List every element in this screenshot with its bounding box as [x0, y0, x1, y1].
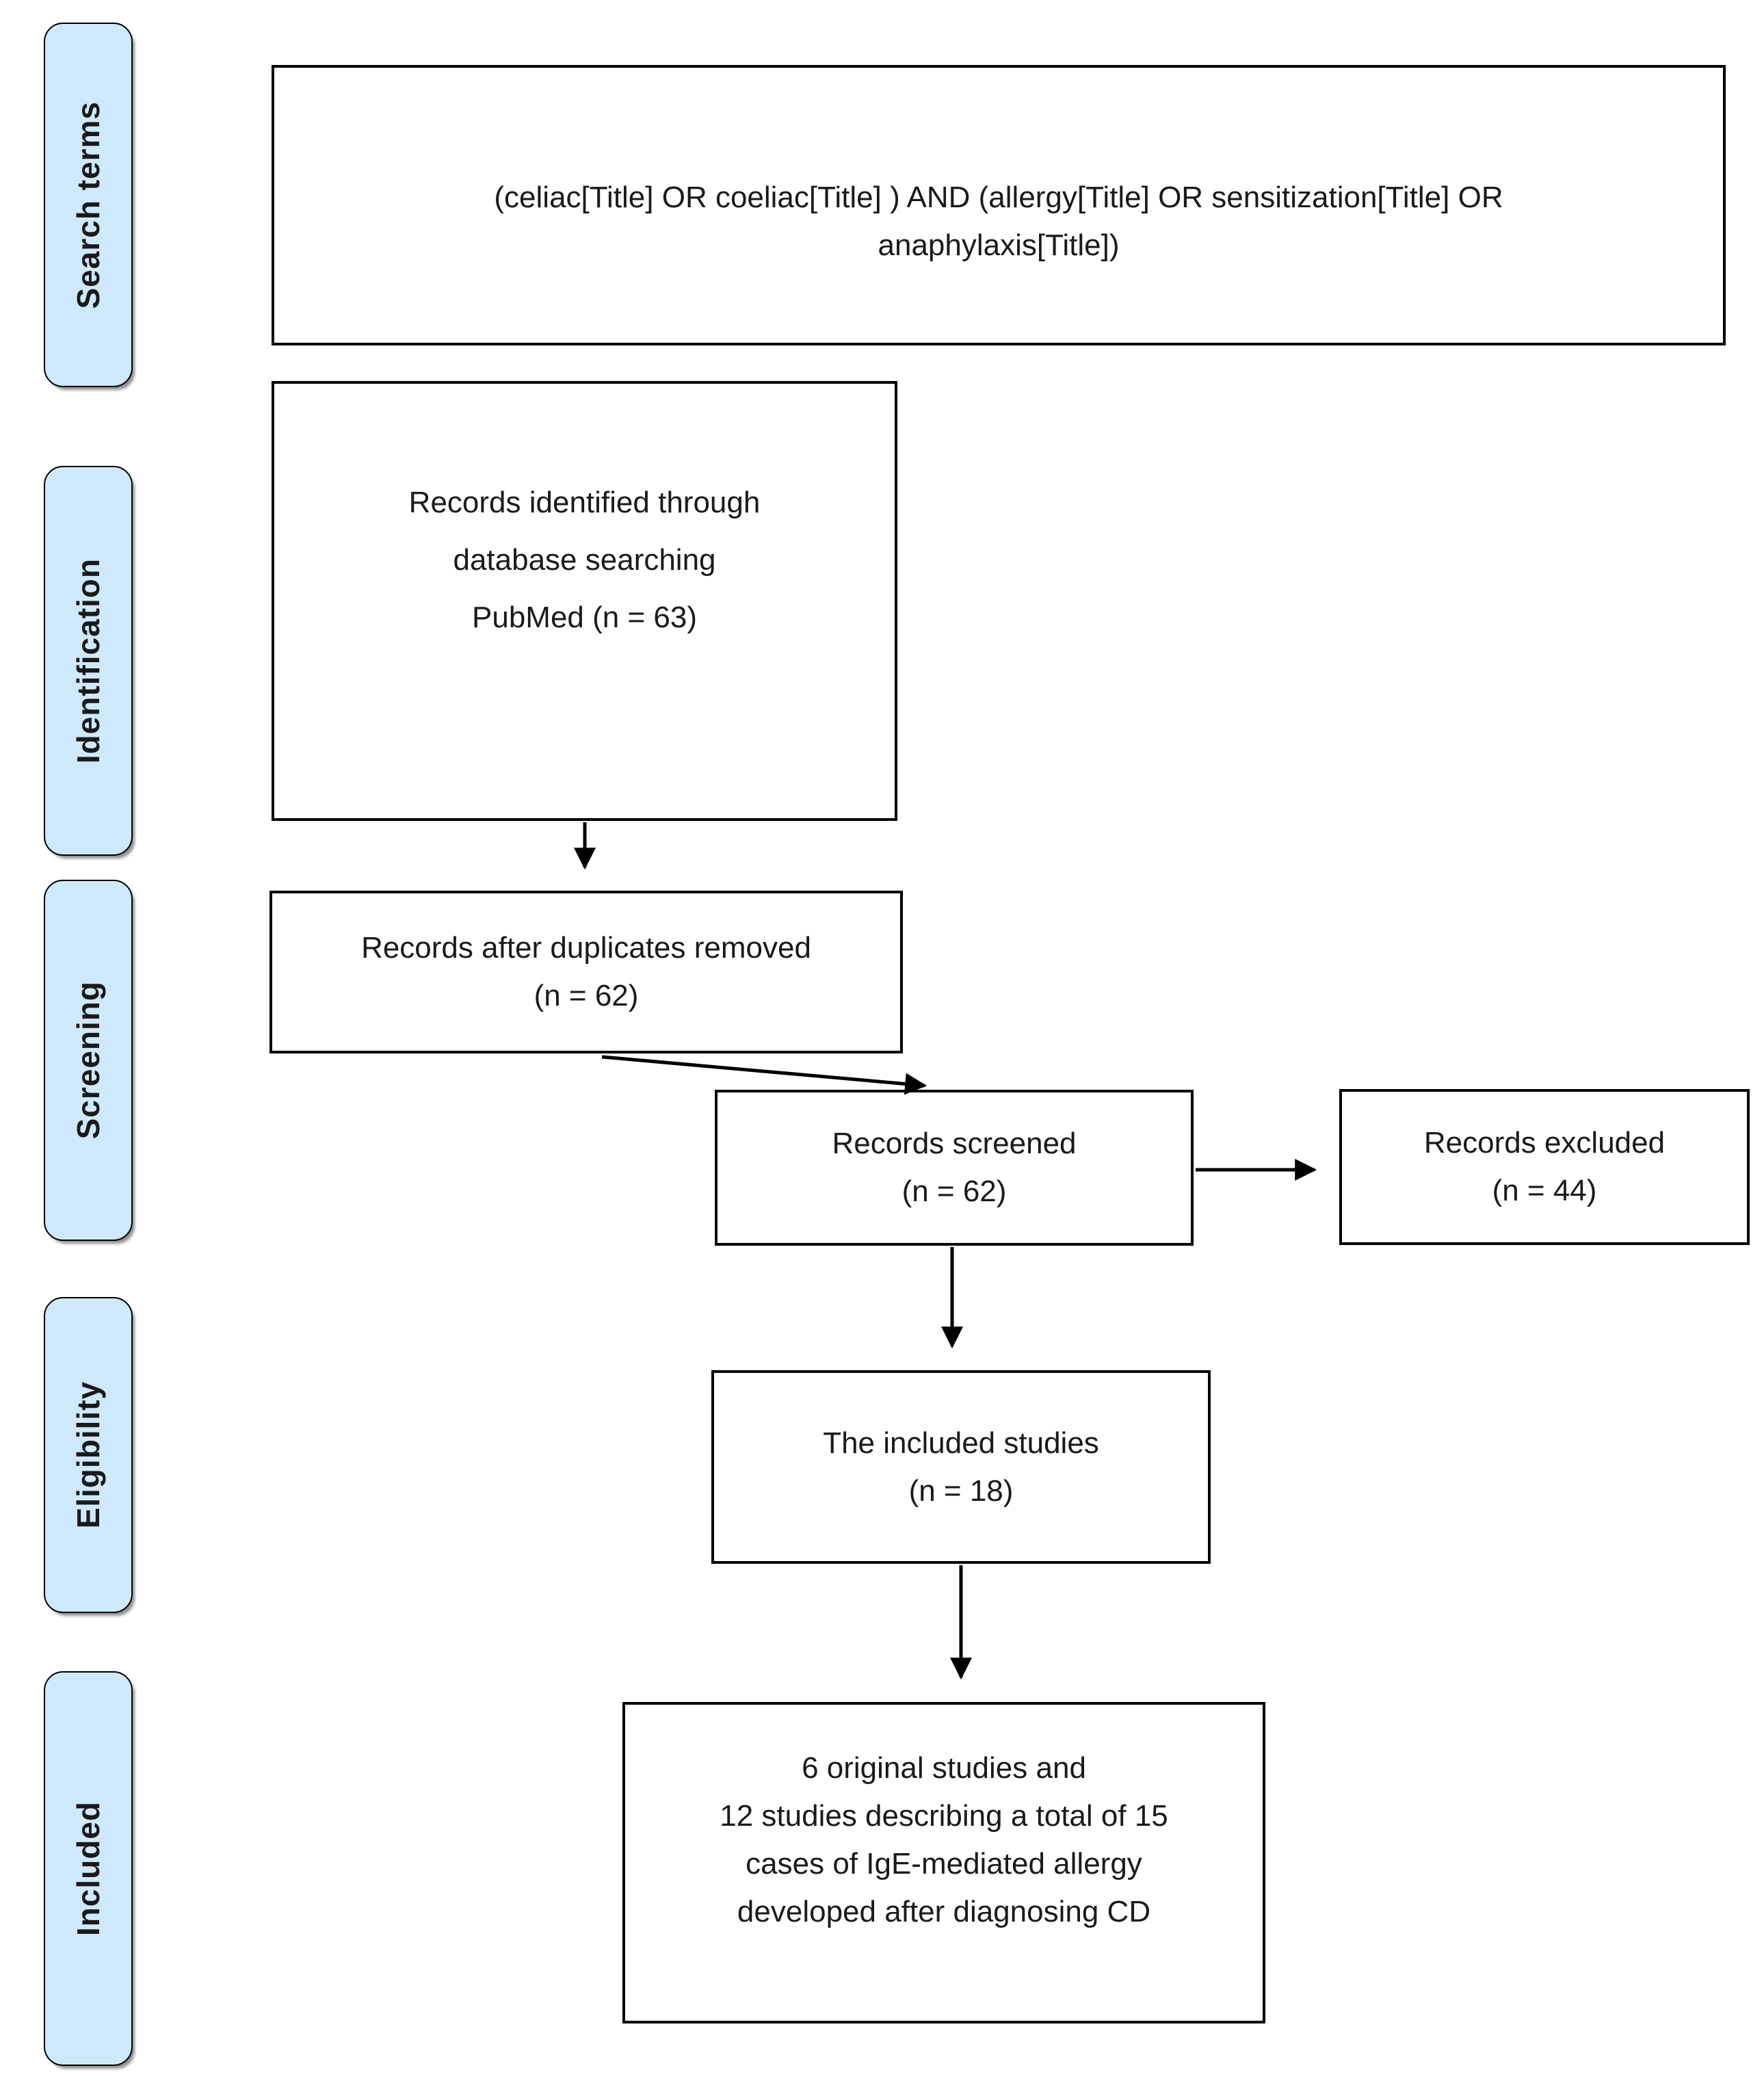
- included-studies-label: The included studies: [823, 1426, 1099, 1460]
- duplicates-removed-label: Records after duplicates removed: [361, 931, 811, 965]
- search-query-line-1: (celiac[Title] OR coeliac[Title] ) AND (…: [494, 181, 1503, 214]
- records-excluded-label: Records excluded: [1423, 1126, 1666, 1160]
- records-screened-box: Records screened (n = 62): [715, 1090, 1194, 1246]
- final-summary-box: 6 original studies and 12 studies descri…: [622, 1702, 1265, 2023]
- records-excluded-box: Records excluded (n = 44): [1339, 1089, 1750, 1245]
- search-query-line-2: anaphylaxis[Title]): [878, 228, 1120, 262]
- sidebar-label-eligibility: Eligibility: [70, 1381, 106, 1529]
- records-screened-label: Records screened: [832, 1127, 1077, 1160]
- sidebar-item-identification: Identification: [44, 466, 133, 856]
- sidebar-label-identification: Identification: [70, 558, 106, 764]
- sidebar-item-eligibility: Eligibility: [44, 1297, 133, 1613]
- duplicates-removed-count: (n = 62): [534, 979, 639, 1012]
- sidebar-item-screening: Screening: [44, 880, 133, 1241]
- sidebar-label-included: Included: [70, 1800, 106, 1937]
- sidebar-item-search-terms: Search terms: [44, 23, 133, 387]
- records-identified-line-1: Records identified through: [408, 486, 761, 519]
- arrow-duplicates-to-screened: [601, 1055, 927, 1095]
- sidebar-label-screening: Screening: [70, 981, 106, 1140]
- search-terms-box: (celiac[Title] OR coeliac[Title] ) AND (…: [272, 65, 1726, 345]
- records-identified-box: Records identified through database sear…: [272, 381, 897, 821]
- sidebar-item-included: Included: [44, 1671, 133, 2066]
- final-summary-line-4: developed after diagnosing CD: [737, 1895, 1151, 1928]
- final-summary-line-2: 12 studies describing a total of 15: [720, 1799, 1168, 1833]
- records-identified-line-2: database searching: [453, 543, 716, 577]
- records-screened-count: (n = 62): [901, 1175, 1007, 1208]
- records-identified-count: PubMed (n = 63): [472, 601, 697, 634]
- records-excluded-count: (n = 44): [1492, 1174, 1597, 1207]
- final-summary-line-1: 6 original studies and: [802, 1751, 1086, 1785]
- included-studies-count: (n = 18): [908, 1473, 1014, 1508]
- duplicates-removed-box: Records after duplicates removed (n = 62…: [269, 891, 903, 1053]
- sidebar-label-search-terms: Search terms: [70, 101, 106, 309]
- final-summary-line-3: cases of IgE-mediated allergy: [746, 1847, 1142, 1881]
- included-studies-box: The included studies (n = 18): [711, 1370, 1211, 1564]
